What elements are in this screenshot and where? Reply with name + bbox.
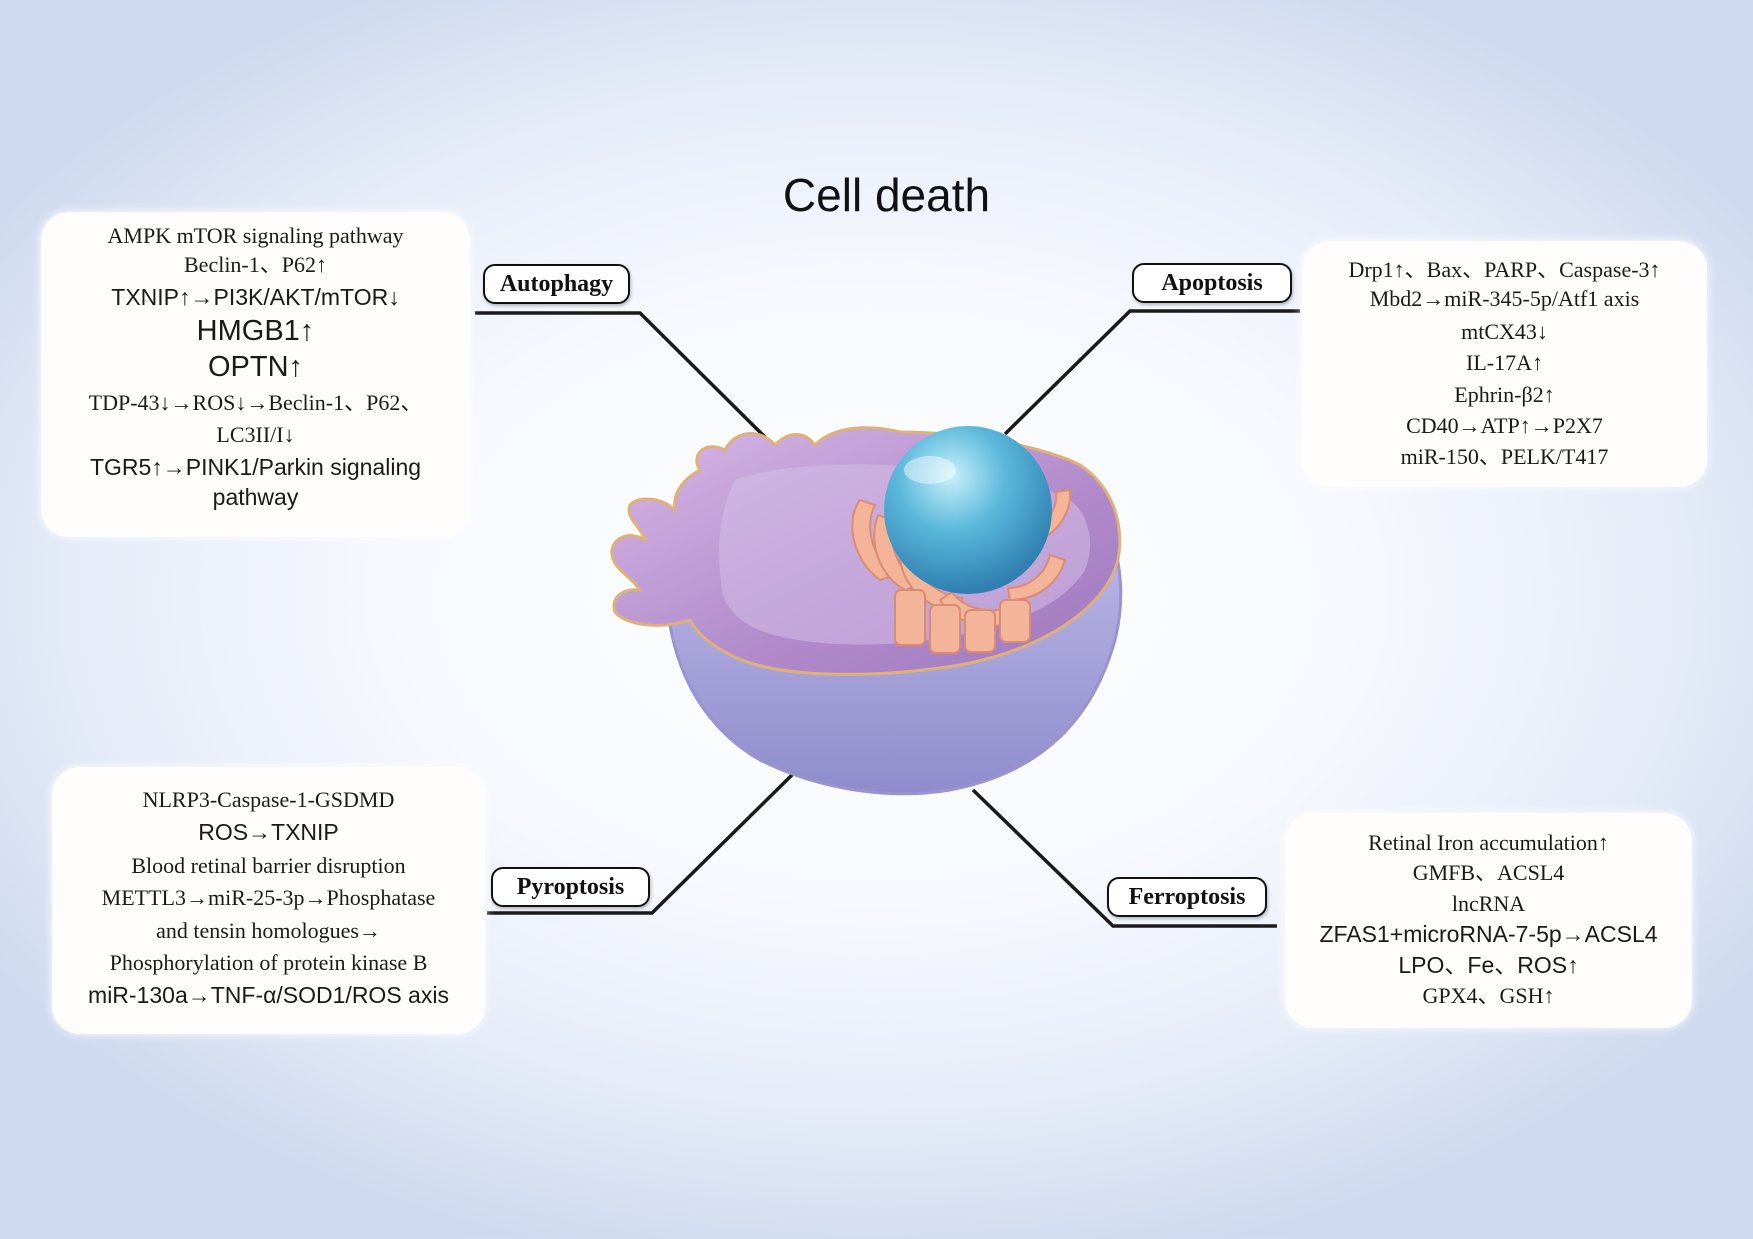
ferroptosis-line-1: Retinal Iron accumulation↑: [1368, 830, 1609, 855]
autophagy-line-1: AMPK mTOR signaling pathway: [107, 223, 404, 248]
autophagy-line-8: TGR5↑→PINK1/Parkin signaling: [89, 453, 422, 480]
autophagy-panel: AMPK mTOR signaling pathway Beclin-1、P62…: [41, 212, 470, 537]
apoptosis-line-6: CD40→ATP↑→P2X7: [1406, 412, 1603, 438]
pyroptosis-line-1: NLRP3-Caspase-1-GSDMD: [142, 787, 395, 812]
apoptosis-line-5: Ephrin-β2↑: [1454, 381, 1555, 407]
autophagy-line-6: TDP-43↓→ROS↓→Beclin-1、P62、: [88, 389, 423, 415]
ferroptosis-panel: Retinal Iron accumulation↑ GMFB、ACSL4 ln…: [1285, 813, 1692, 1028]
apoptosis-panel: Drp1↑、Bax、PARP、Caspase-3↑ Mbd2→miR-345-5…: [1302, 241, 1707, 487]
ferroptosis-label: Ferroptosis: [1107, 877, 1267, 917]
apoptosis-connector: [1003, 309, 1300, 436]
autophagy-line-5: OPTN↑: [207, 351, 304, 384]
ferroptosis-connector: [971, 788, 1277, 928]
pyroptosis-line-4: METTL3→miR-25-3p→Phosphatase: [101, 885, 436, 911]
autophagy-line-2: Beclin-1、P62↑: [184, 252, 327, 278]
apoptosis-line-3: mtCX43↓: [1461, 318, 1548, 344]
nucleus-shine: [904, 456, 956, 484]
mitochondria-stacks: [851, 488, 1072, 654]
apoptosis-line-4: IL-17A↑: [1466, 350, 1543, 376]
pyroptosis-panel: NLRP3-Caspase-1-GSDMD ROS→TXNIP Blood re…: [52, 767, 485, 1034]
autophagy-line-4: HMGB1↑: [196, 315, 315, 348]
autophagy-line-3: TXNIP↑→PI3K/AKT/mTOR↓: [111, 283, 400, 310]
autophagy-line-9: pathway: [212, 484, 299, 511]
autophagy-connector: [475, 311, 785, 457]
pyroptosis-line-5: and tensin homologues→: [156, 917, 381, 943]
autophagy-line-7: LC3II/I↓: [216, 422, 295, 448]
pyroptosis-connector: [487, 770, 797, 915]
apoptosis-line-1: Drp1↑、Bax、PARP、Caspase-3↑: [1348, 257, 1661, 282]
apoptosis-line-7: miR-150、PELK/T417: [1400, 444, 1609, 470]
ferroptosis-line-2: GMFB、ACSL4: [1412, 860, 1565, 886]
apoptosis-label: Apoptosis: [1132, 263, 1292, 303]
pyroptosis-line-7: miR-130a→TNF-α/SOD1/ROS axis: [88, 981, 449, 1008]
pyroptosis-line-3: Blood retinal barrier disruption: [131, 852, 406, 878]
ferroptosis-line-5: LPO、Fe、ROS↑: [1398, 951, 1579, 978]
ferroptosis-line-6: GPX4、GSH↑: [1422, 983, 1555, 1009]
autophagy-label: Autophagy: [483, 264, 630, 304]
pyroptosis-label: Pyroptosis: [491, 867, 650, 907]
ferroptosis-line-4: ZFAS1+microRNA-7-5p→ACSL4: [1319, 921, 1658, 948]
diagram-title: Cell death: [782, 169, 991, 221]
nucleus: [884, 426, 1052, 594]
pyroptosis-line-6: Phosphorylation of protein kinase B: [109, 950, 428, 976]
pyroptosis-line-2: ROS→TXNIP: [198, 819, 339, 846]
ferroptosis-line-3: lncRNA: [1451, 890, 1526, 916]
apoptosis-line-2: Mbd2→miR-345-5p/Atf1 axis: [1369, 286, 1640, 312]
